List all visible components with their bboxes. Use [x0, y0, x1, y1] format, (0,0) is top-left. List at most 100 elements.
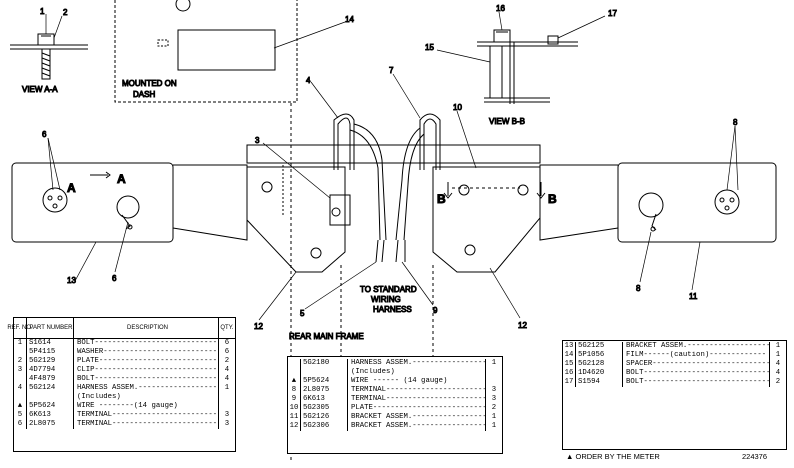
harness-label: HARNESS: [373, 305, 412, 314]
ref-no-cell: 9: [291, 395, 297, 403]
to-standard-label: TO STANDARD: [360, 285, 417, 294]
description-cell: HARNESS ASSEM.-------------------: [347, 359, 485, 368]
description-cell: BOLT-----------------------------: [73, 375, 218, 384]
description-cell: TERMINAL-------------------------: [347, 395, 485, 404]
qty-cell: 4: [769, 369, 786, 378]
part-number-cell: 5P5624: [300, 377, 347, 386]
dash-label: DASH: [133, 90, 155, 99]
right-mounting-bracket: [432, 166, 546, 273]
left-mounting-bracket: [246, 165, 351, 273]
qty-cell: [218, 402, 235, 411]
part-number-cell: 5G2126: [300, 413, 347, 422]
ref-no-cell: 17: [564, 378, 574, 386]
description-cell: TERMINAL-------------------------: [347, 386, 485, 395]
qty-cell: 1: [485, 413, 502, 422]
description-cell: HARNESS ASSEM.-------------------: [73, 384, 218, 393]
ref-no-cell: ▲: [17, 402, 23, 410]
description-cell: WASHER---------------------------: [73, 348, 218, 357]
ref-no-cell: 8: [291, 386, 297, 394]
callout-1: 1: [40, 7, 45, 16]
table-row: (Includes): [288, 368, 502, 377]
part-number-cell: 2L8075: [300, 386, 347, 395]
left-light-bracket: [11, 162, 174, 243]
qty-cell: 1: [218, 384, 235, 393]
description-cell: CLIP-----------------------------: [73, 366, 218, 375]
drawing-number: 224376: [742, 452, 768, 461]
part-number-cell: 5P5624: [26, 402, 73, 411]
right-light-bracket: [617, 162, 777, 243]
description-cell: PLATE----------------------------: [73, 357, 218, 366]
qty-cell: 1: [769, 342, 786, 351]
callout-13: 13: [67, 276, 76, 285]
ref-no-cell: [288, 359, 300, 368]
callout-16: 16: [496, 4, 505, 13]
qty-cell: 6: [218, 348, 235, 357]
ref-no-cell: [288, 368, 300, 377]
table-row: (Includes): [14, 393, 235, 402]
ref-no-cell: 3: [17, 366, 23, 374]
part-number-cell: S1594: [575, 378, 622, 387]
section-b-left: B: [437, 192, 446, 206]
view-b-b-label: VIEW B-B: [489, 117, 525, 126]
callout-6-bottom: 6: [112, 274, 117, 283]
qty-cell: 3: [485, 386, 502, 395]
part-number-cell: [26, 393, 73, 402]
callout-9: 9: [433, 306, 438, 315]
callout-12-right: 12: [518, 321, 527, 330]
ref-no-cell: 1: [17, 339, 23, 347]
callout-8-bottom: 8: [636, 284, 641, 293]
qty-cell: 4: [218, 366, 235, 375]
callout-11: 11: [689, 292, 698, 301]
part-number-cell: 5P4115: [26, 348, 73, 357]
part-number-cell: 5G2305: [300, 404, 347, 413]
part-number-cell: 1D4620: [575, 369, 622, 378]
callout-6-top: 6: [42, 130, 47, 139]
wiring-label: WIRING: [371, 295, 401, 304]
qty-header: QTY.: [218, 318, 235, 338]
order-footnote: ▲ ORDER BY THE METER: [566, 452, 660, 461]
part-number-cell: 4D7794: [26, 366, 73, 375]
ref-no-cell: 12: [289, 422, 299, 430]
dashboard-panel: [114, 0, 346, 103]
description-cell: PLATE----------------------------: [347, 404, 485, 413]
view-a-a-detail: [10, 14, 88, 80]
part-number-cell: 5G2129: [26, 357, 73, 366]
part-number-cell: 5G2180: [300, 359, 347, 368]
ref-no-cell: 10: [289, 404, 299, 412]
ref-no-cell: 5: [17, 411, 23, 419]
part-number-cell: 4F4879: [26, 375, 73, 384]
section-a-left: A: [67, 181, 76, 195]
ref-no-cell: 14: [564, 351, 574, 359]
description-cell: BRACKET ASSEM.-------------------: [347, 422, 485, 431]
description-header: DESCRIPTION: [73, 318, 218, 338]
part-number-cell: 5G2306: [300, 422, 347, 431]
ref-no-cell: 11: [289, 413, 299, 421]
part-number-cell: 6K613: [26, 411, 73, 420]
ref-no-cell: 15: [564, 360, 574, 368]
part-number-cell: 6K613: [300, 395, 347, 404]
qty-cell: 2: [218, 357, 235, 366]
qty-cell: 2: [485, 404, 502, 413]
description-cell: FILM------(caution)-------------: [622, 351, 769, 360]
description-cell: WIRE --------(14 gauge): [73, 402, 218, 411]
